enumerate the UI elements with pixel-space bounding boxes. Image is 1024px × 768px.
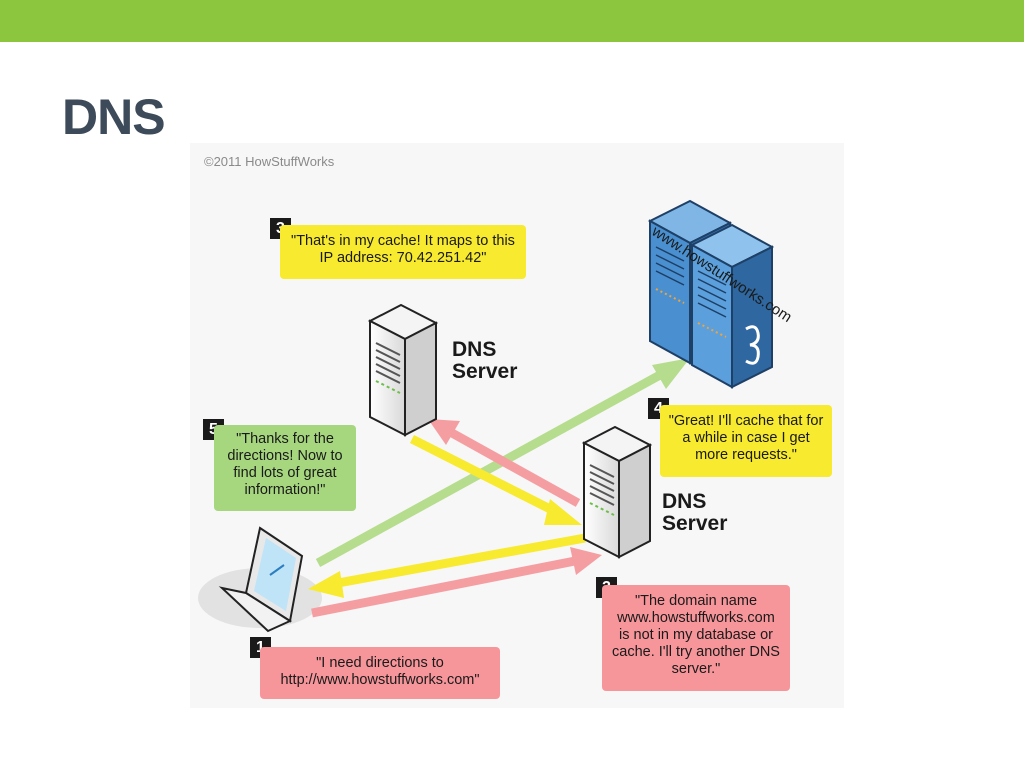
slide-title: DNS [62,89,166,145]
dns-diagram: ©2011 HowStuffWorks www.howstuffworks.co… [190,143,844,708]
step-1-bubble: "I need directions to http://www.howstuf… [260,647,500,699]
dns-server-label-upper: DNS Server [452,338,518,383]
accent-bar [0,0,1024,42]
laptop [218,526,304,633]
web-server [647,199,775,389]
dns-server-upper [367,303,439,437]
dns-server-lower [581,425,653,559]
yellow-arrow-response [308,533,586,598]
dns-server-label-lower: DNS Server [662,490,728,535]
green-arrow [315,358,690,567]
diagram-graphics [198,199,775,633]
pink-arrow-request [311,547,602,618]
step-2-bubble: "The domain name www.howstuffworks.com i… [602,585,790,691]
step-4-bubble: "Great! I'll cache that for a while in c… [660,405,832,477]
step-5-bubble: "Thanks for the directions! Now to find … [214,425,356,511]
copyright-credit: ©2011 HowStuffWorks [204,154,335,169]
yellow-arrow-forward [409,434,582,525]
pink-arrow-forward [428,419,581,507]
step-3-bubble: "That's in my cache! It maps to this IP … [280,225,526,279]
